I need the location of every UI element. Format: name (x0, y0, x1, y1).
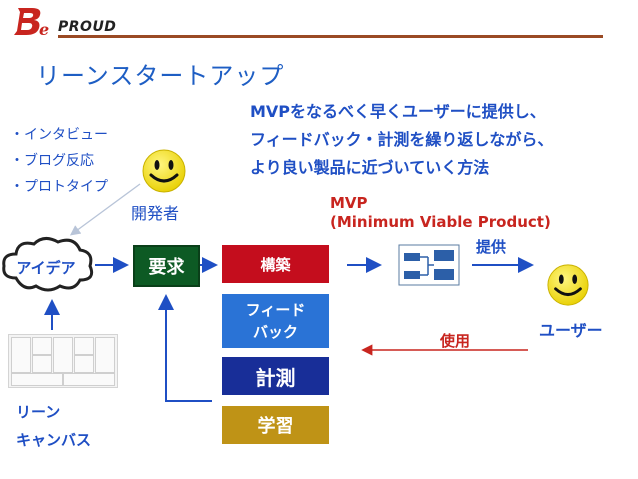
developer-smiley-icon (142, 149, 186, 193)
lean-canvas-label-line: リーン (16, 403, 61, 421)
use-label: 使用 (440, 332, 471, 350)
be-logo-icon: e (14, 8, 49, 38)
lean-canvas-label-line: キャンバス (16, 431, 92, 449)
provide-label: 提供 (476, 238, 507, 256)
idea-sources-list: ・インタビュー ・ブログ反応 ・プロトタイプ (10, 122, 108, 200)
idea-label: アイデア (16, 259, 76, 277)
slide-title: リーンスタートアップ (36, 62, 285, 90)
description-line: より良い製品に近づいていく方法 (250, 158, 490, 177)
idea-source-item: ・ブログ反応 (10, 153, 94, 169)
user-label: ユーザー (539, 321, 603, 340)
logo-wordmark: PROUD (58, 19, 117, 35)
mvp-label-line: MVP (330, 194, 368, 212)
feedback-label-line: フィード (245, 301, 306, 319)
sources-to-idea-arrow (69, 183, 141, 236)
feedback-box: フィード バック (222, 294, 329, 348)
user-smiley-icon (547, 264, 589, 306)
requirement-box: 要求 (133, 245, 200, 287)
mvp-label: MVP (Minimum Viable Product) (330, 194, 551, 232)
developer-label: 開発者 (131, 204, 180, 223)
idea-cloud-shape (2, 237, 94, 292)
description-line: MVPをなるべく早くユーザーに提供し、 (250, 102, 546, 121)
learn-box: 学習 (222, 406, 329, 444)
lean-startup-description: MVPをなるべく早くユーザーに提供し、 フィードバック・計測を繰り返しながら、 … (250, 98, 553, 182)
svg-text:e: e (39, 20, 49, 38)
learn-to-requirement-arrow (158, 294, 212, 402)
description-line: フィードバック・計測を繰り返しながら、 (250, 130, 554, 149)
lean-canvas-label: リーン キャンバス (16, 398, 91, 454)
idea-source-item: ・インタビュー (10, 127, 108, 143)
mvp-label-line: (Minimum Viable Product) (330, 213, 551, 231)
feedback-label-line: バック (252, 323, 298, 341)
measure-box: 計測 (222, 357, 329, 395)
idea-source-item: ・プロトタイプ (10, 179, 108, 195)
build-box: 構築 (222, 245, 329, 283)
lean-canvas-thumbnail (8, 334, 118, 388)
mvp-product-icon (398, 244, 460, 286)
header-divider (58, 35, 603, 38)
